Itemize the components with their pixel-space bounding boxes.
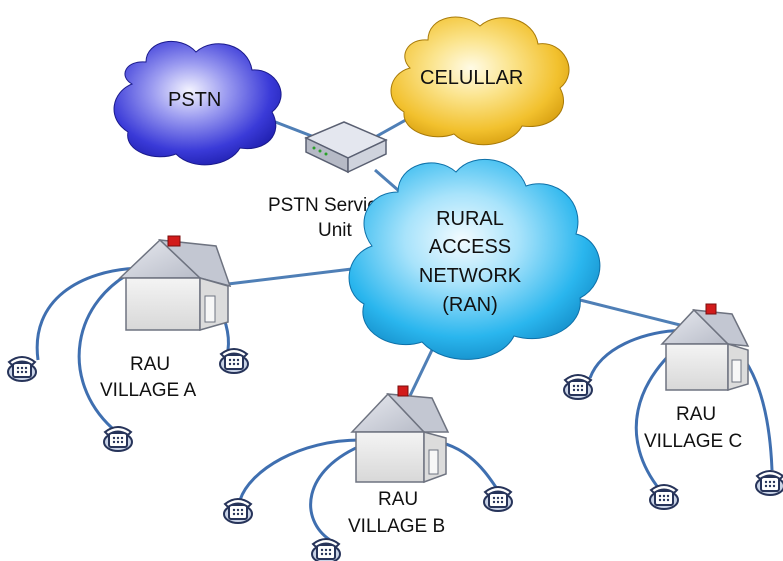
telephone-icon: [483, 486, 513, 512]
village-b-label-line1: RAU: [378, 489, 418, 510]
link-ran-village-b: [406, 349, 434, 401]
pstn-label: PSTN: [168, 89, 221, 111]
house-icon: [660, 303, 750, 392]
village-a-label-line1: RAU: [130, 354, 170, 375]
ran-label-line4: (RAN): [442, 294, 498, 316]
cellular-cloud: CELULLAR: [390, 16, 570, 146]
house-icon: [350, 385, 450, 484]
telephone-icon: [103, 426, 133, 452]
service-unit-label-line1: PSTN Service: [268, 195, 387, 216]
telephone-icon: [223, 498, 253, 524]
service-unit-label: PSTN Service Unit: [268, 195, 387, 241]
antenna-icon: [167, 235, 181, 247]
ran-cloud: RURAL ACCESS NETWORK (RAN): [348, 158, 601, 360]
service-unit-label-line2: Unit: [318, 220, 353, 241]
service-unit-icon: [304, 121, 388, 174]
ran-label-line1: RURAL: [436, 208, 504, 230]
telephone-icon: [7, 356, 37, 382]
ran-label-line3: NETWORK: [419, 265, 522, 287]
village-b-label-line2: VILLAGE B: [348, 516, 445, 537]
telephone-icon: [649, 484, 679, 510]
house-icon: [118, 235, 232, 331]
antenna-icon: [705, 303, 717, 315]
village-c-label-line2: VILLAGE C: [644, 431, 742, 452]
telephone-icon: [755, 470, 783, 496]
cellular-label: CELULLAR: [420, 67, 523, 89]
pstn-cloud: PSTN: [113, 41, 282, 166]
village-c-label-line1: RAU: [676, 404, 716, 425]
village-c: RAU VILLAGE C: [563, 303, 783, 510]
village-a: RAU VILLAGE A: [7, 235, 249, 452]
ran-label-line2: ACCESS: [429, 236, 511, 258]
village-b: RAU VILLAGE B: [223, 385, 513, 561]
antenna-icon: [397, 385, 409, 397]
telephone-icon: [311, 538, 341, 561]
telephone-icon: [219, 348, 249, 374]
village-a-label-line2: VILLAGE A: [100, 380, 196, 401]
telephone-icon: [563, 374, 593, 400]
link-ran-village-a: [227, 266, 361, 286]
